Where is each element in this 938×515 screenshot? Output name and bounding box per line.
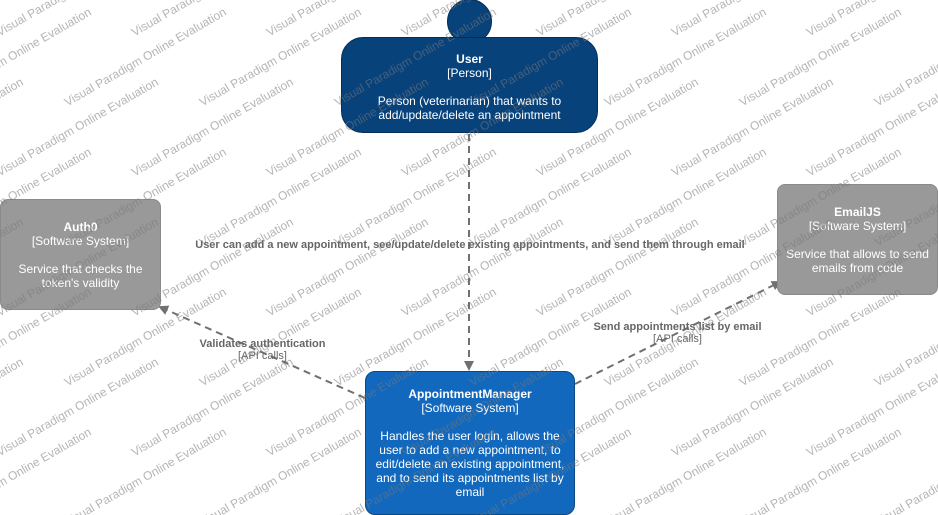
emailjs-node-description: Service that allows to send emails from … — [786, 247, 929, 275]
appointment-manager-node-type: [Software System] — [421, 401, 519, 415]
edge-label-appointment-manager-to-auth0: Validates authentication [API calls] — [190, 338, 335, 362]
emailjs-node-title: EmailJS — [834, 205, 881, 219]
edge-label-text: Validates authentication — [199, 338, 326, 350]
user-person-head-icon[interactable] — [447, 0, 492, 44]
edge-label-technology: [API calls] — [238, 350, 287, 362]
auth0-system-node[interactable]: Auth0 [Software System] Service that che… — [0, 199, 161, 310]
edge-appointment-manager-to-auth0[interactable] — [158, 305, 366, 399]
auth0-node-description: Service that checks the token's validity — [18, 262, 143, 290]
edge-label-user-to-appointment-manager: User can add a new appointment, see/upda… — [195, 239, 745, 251]
emailjs-system-node[interactable]: EmailJS [Software System] Service that a… — [777, 184, 938, 295]
user-node-title: User — [456, 52, 483, 66]
user-node-type: [Person] — [447, 66, 492, 80]
edge-label-appointment-manager-to-emailjs: Send appointments list by email [API cal… — [590, 321, 765, 345]
appointment-manager-node-title: AppointmentManager — [408, 387, 532, 401]
emailjs-node-type: [Software System] — [808, 219, 907, 233]
edge-label-text: User can add a new appointment, see/upda… — [195, 239, 745, 251]
auth0-node-title: Auth0 — [63, 220, 98, 234]
edge-label-technology: [API calls] — [653, 333, 702, 345]
appointment-manager-node-description: Handles the user login, allows the user … — [375, 429, 565, 499]
user-node-description: Person (veterinarian) that wants to add/… — [377, 94, 562, 122]
appointment-manager-system-node[interactable]: AppointmentManager [Software System] Han… — [365, 371, 575, 515]
edge-appointment-manager-to-emailjs[interactable] — [574, 281, 782, 385]
edge-label-text: Send appointments list by email — [593, 321, 762, 333]
auth0-node-type: [Software System] — [31, 234, 130, 248]
user-person-node[interactable]: User [Person] Person (veterinarian) that… — [341, 37, 598, 133]
